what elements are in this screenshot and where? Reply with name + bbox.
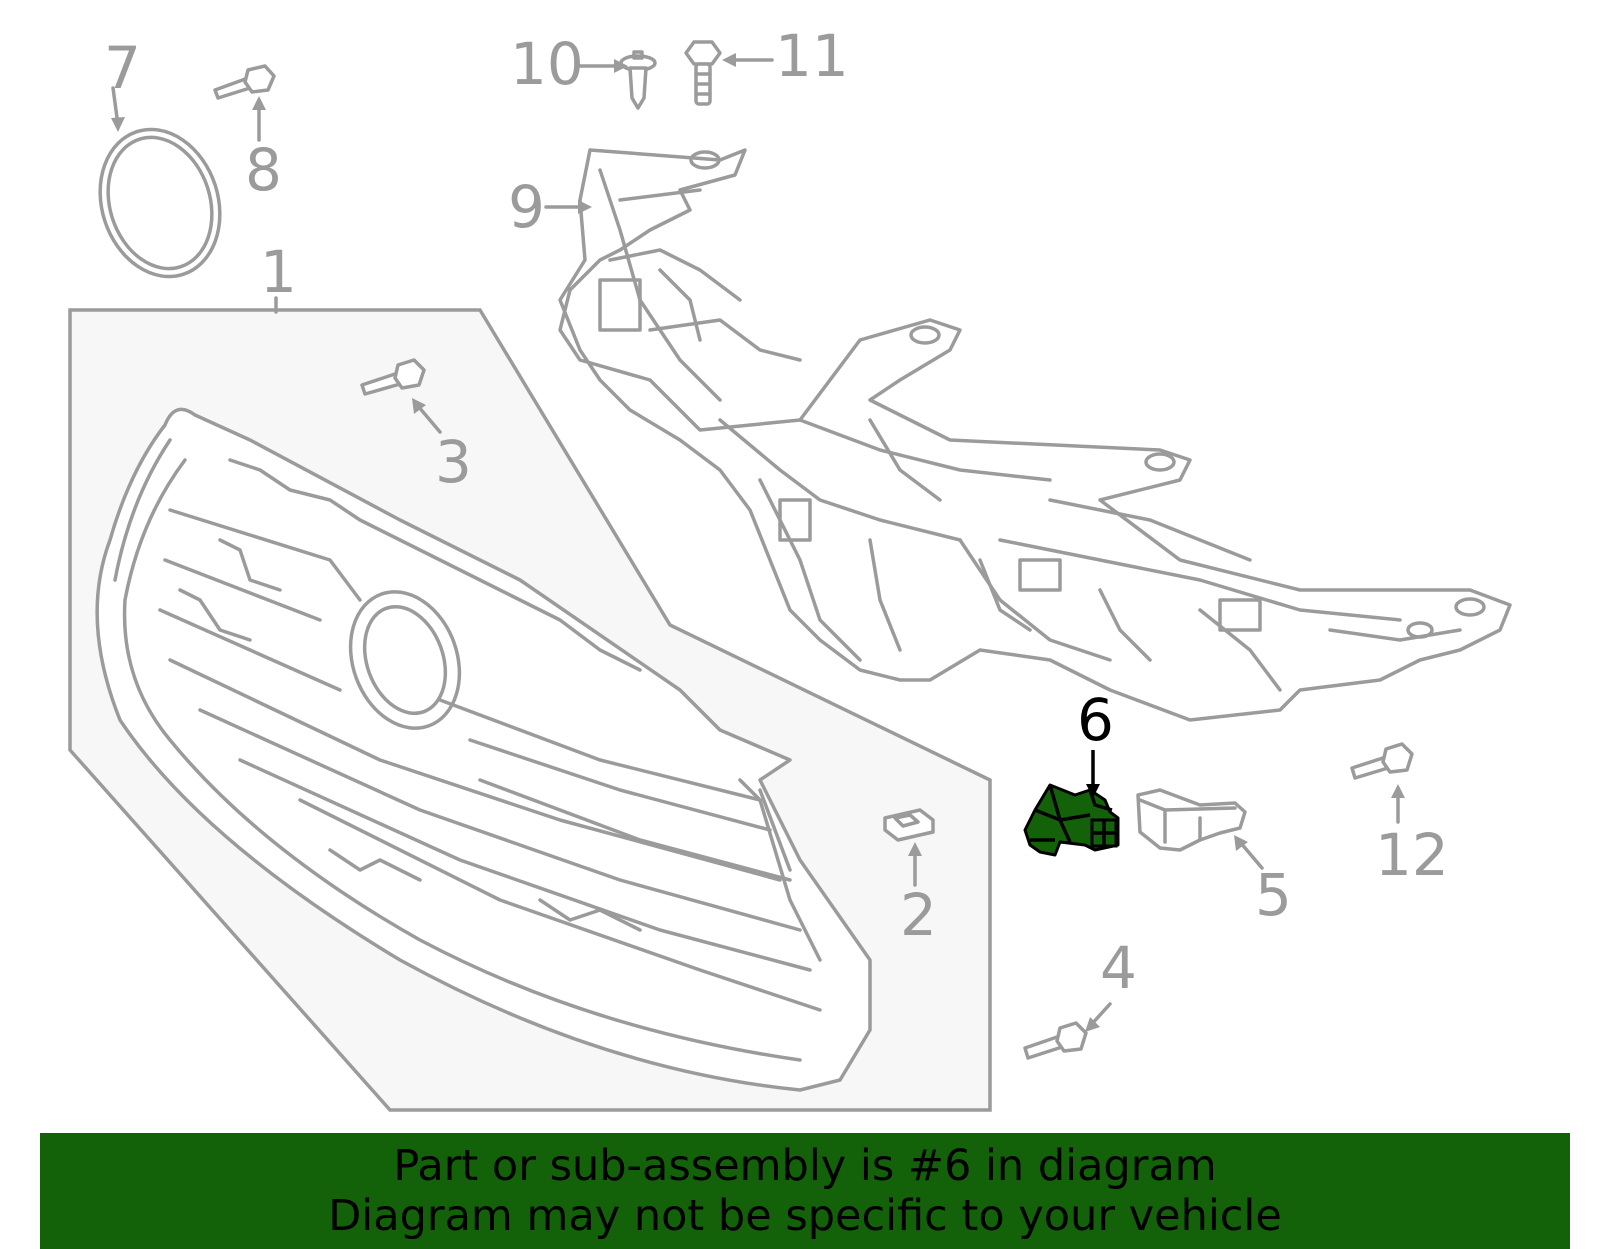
grille-assembly-icon[interactable] xyxy=(95,407,872,1092)
callout-5: 5 xyxy=(1255,861,1292,929)
callout-8: 8 xyxy=(245,136,282,204)
callout-10: 10 xyxy=(510,30,584,98)
mount-hole-icon xyxy=(1406,621,1434,639)
bracket-icon[interactable] xyxy=(1136,788,1247,852)
mount-hole-icon xyxy=(689,150,721,170)
screw-icon-4[interactable] xyxy=(1023,1021,1088,1060)
callout-3: 3 xyxy=(435,428,472,496)
mount-hole-icon xyxy=(1144,452,1176,472)
screw-icon-3[interactable] xyxy=(360,358,426,396)
mount-hole-icon xyxy=(909,325,941,345)
grille-emblem-mount-icon xyxy=(348,590,462,730)
sensor-bracket-icon[interactable] xyxy=(1023,783,1120,857)
bolt-icon[interactable] xyxy=(684,40,722,106)
radiator-support-icon[interactable] xyxy=(558,148,1512,722)
leader-lines xyxy=(111,53,1405,1032)
callout-1: 1 xyxy=(260,238,297,306)
callout-12: 12 xyxy=(1375,821,1449,889)
push-clip-icon[interactable] xyxy=(619,50,657,110)
callout-6: 6 xyxy=(1077,686,1114,754)
mount-hole-icon xyxy=(1454,597,1486,617)
callout-4: 4 xyxy=(1100,934,1137,1002)
banner-line-part-number: Part or sub-assembly is #6 in diagram xyxy=(393,1141,1217,1191)
banner-line-disclaimer: Diagram may not be specific to your vehi… xyxy=(328,1191,1282,1241)
emblem-ring-icon[interactable] xyxy=(82,114,239,293)
callout-2: 2 xyxy=(900,881,937,949)
screw-icon-8[interactable] xyxy=(213,64,276,100)
callout-11: 11 xyxy=(775,22,849,90)
screw-icon-12[interactable] xyxy=(1350,742,1414,780)
clip-nut-icon[interactable] xyxy=(883,808,935,842)
callout-9: 9 xyxy=(508,173,545,241)
part-info-banner: Part or sub-assembly is #6 in diagram Di… xyxy=(40,1133,1570,1249)
callout-7: 7 xyxy=(104,34,141,102)
